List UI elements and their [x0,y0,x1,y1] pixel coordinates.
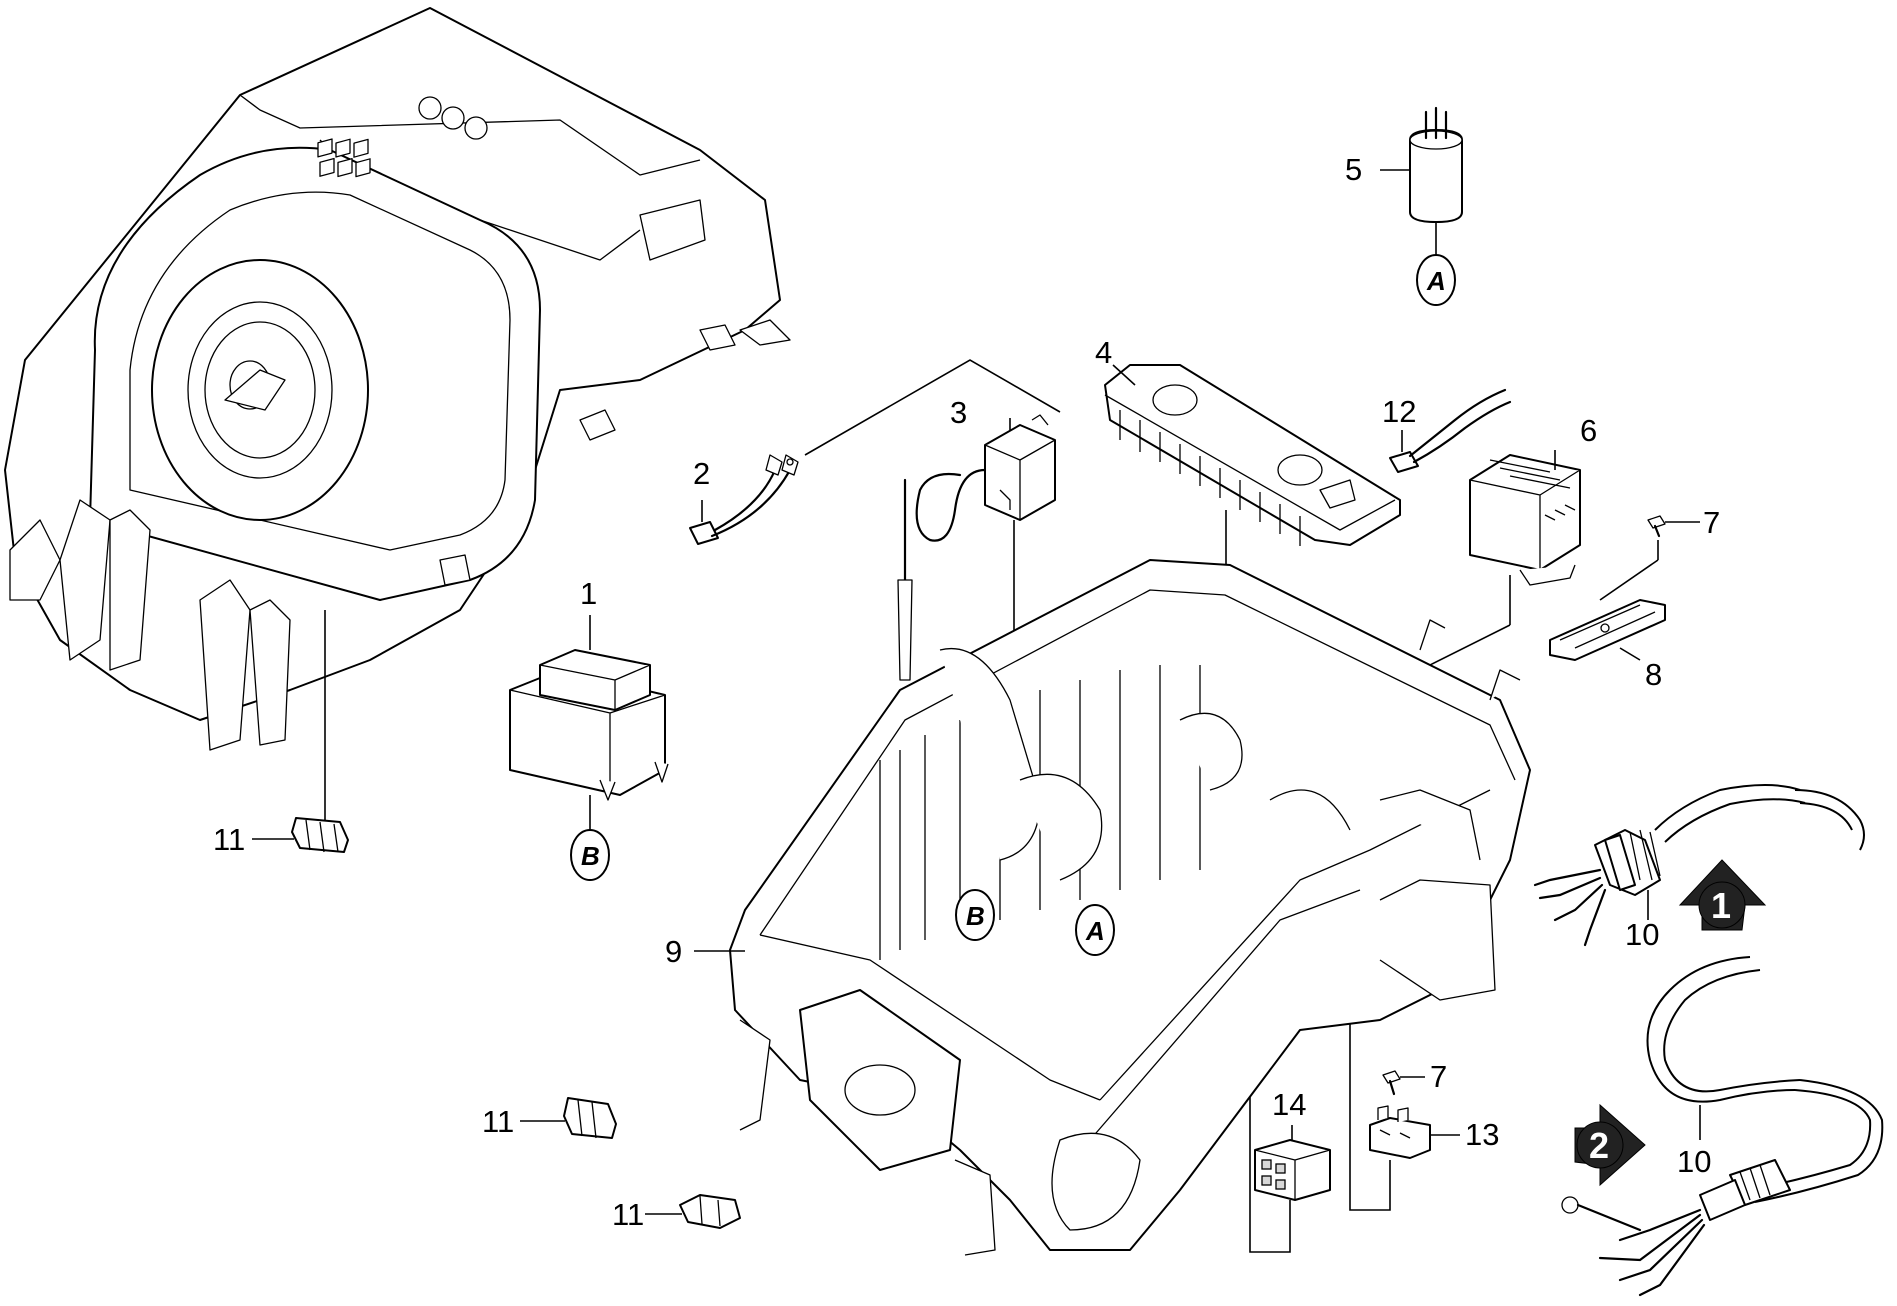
logo-squares [317,138,371,178]
power-cord-10-variant-1 [1533,784,1865,947]
cable-2 [689,454,799,545]
variant-2-label: 2 [1589,1125,1609,1166]
din-rail-8 [1549,599,1666,661]
terminal-13 [1369,1105,1431,1159]
callout-11-bottom: 11 [612,1197,644,1232]
main-housing-9 [729,559,1531,1256]
variant-2-arrow: 2 [1574,1103,1646,1187]
relay-3 [897,414,1056,681]
reference-a-housing-label: A [1085,916,1105,946]
cable-12 [1389,388,1512,473]
callout-14: 14 [1272,1087,1306,1122]
screw-7-top [1647,515,1666,538]
screw-7-bottom [1382,1070,1401,1096]
variant-1-label: 1 [1711,885,1731,926]
reference-b-left-label: B [581,841,600,871]
clip-11-top [291,817,349,853]
callout-6: 6 [1580,413,1597,448]
reference-a-top: A [1416,254,1456,306]
reference-b-housing: B [955,889,995,941]
callout-3: 3 [950,395,967,430]
callout-10-variant-1: 10 [1625,917,1659,952]
callouts: 1 2 3 4 5 6 7 7 8 9 10 10 11 11 11 12 13… [213,152,1720,1232]
clip-11-bottom [679,1194,741,1229]
callout-11-top: 11 [213,822,245,857]
clip-11-middle [563,1097,617,1139]
reference-b-housing-label: B [966,901,985,931]
power-cord-10-variant-2 [1561,956,1884,1297]
control-board-4 [1104,364,1401,546]
reference-a-housing: A [1075,904,1115,956]
contactor-6 [1469,454,1581,586]
transformer-1 [509,649,669,801]
callout-2: 2 [693,456,710,491]
callout-4: 4 [1095,335,1112,370]
callout-7-top: 7 [1703,505,1720,540]
capacitor-5 [1409,106,1463,223]
callout-10-variant-2: 10 [1677,1144,1711,1179]
variant-1-arrow: 1 [1678,859,1767,931]
callout-11-middle: 11 [482,1104,514,1139]
callout-7-bottom: 7 [1430,1059,1447,1094]
top-cover-assembly [4,7,791,751]
callout-8: 8 [1645,657,1662,692]
terminal-block-14 [1254,1139,1331,1201]
callout-1: 1 [580,576,597,611]
callout-13: 13 [1465,1117,1499,1152]
callout-9: 9 [665,934,682,969]
callout-5: 5 [1345,152,1362,187]
callout-12: 12 [1382,394,1416,429]
reference-a-top-label: A [1426,266,1446,296]
reference-b-left: B [570,829,610,881]
